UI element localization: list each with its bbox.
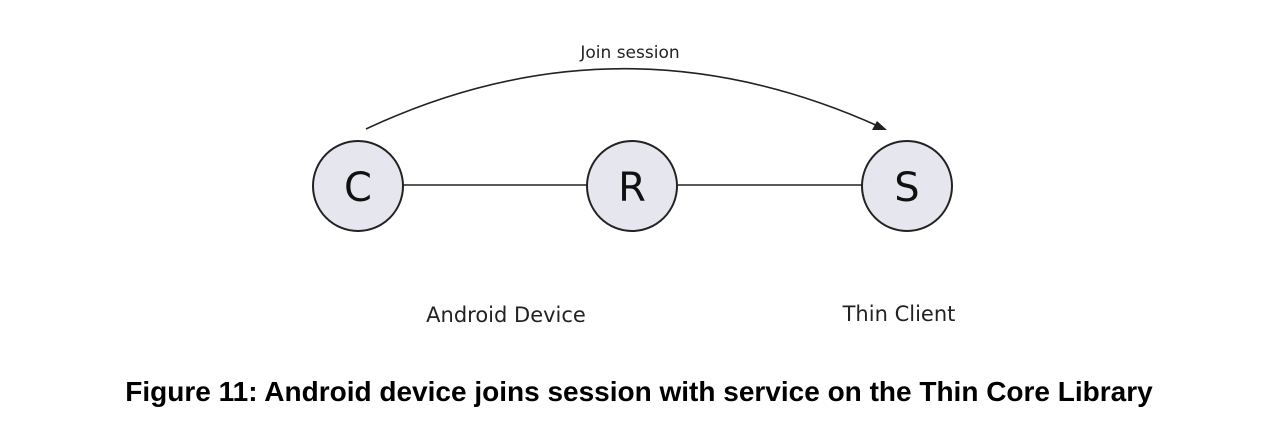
android-device-label: Android Device bbox=[426, 303, 586, 327]
join-session-arrowhead bbox=[872, 121, 887, 130]
node-c: C bbox=[312, 140, 404, 232]
figure-caption: Figure 11: Android device joins session … bbox=[125, 376, 1153, 407]
join-session-arc bbox=[365, 67, 879, 130]
node-r-letter: R bbox=[618, 165, 646, 211]
thin-client-label: Thin Client bbox=[842, 302, 956, 326]
join-session-label: Join session bbox=[579, 43, 679, 63]
node-c-letter: C bbox=[344, 165, 372, 211]
node-r: R bbox=[586, 140, 678, 232]
node-s: S bbox=[861, 140, 953, 232]
node-s-letter: S bbox=[894, 165, 919, 211]
